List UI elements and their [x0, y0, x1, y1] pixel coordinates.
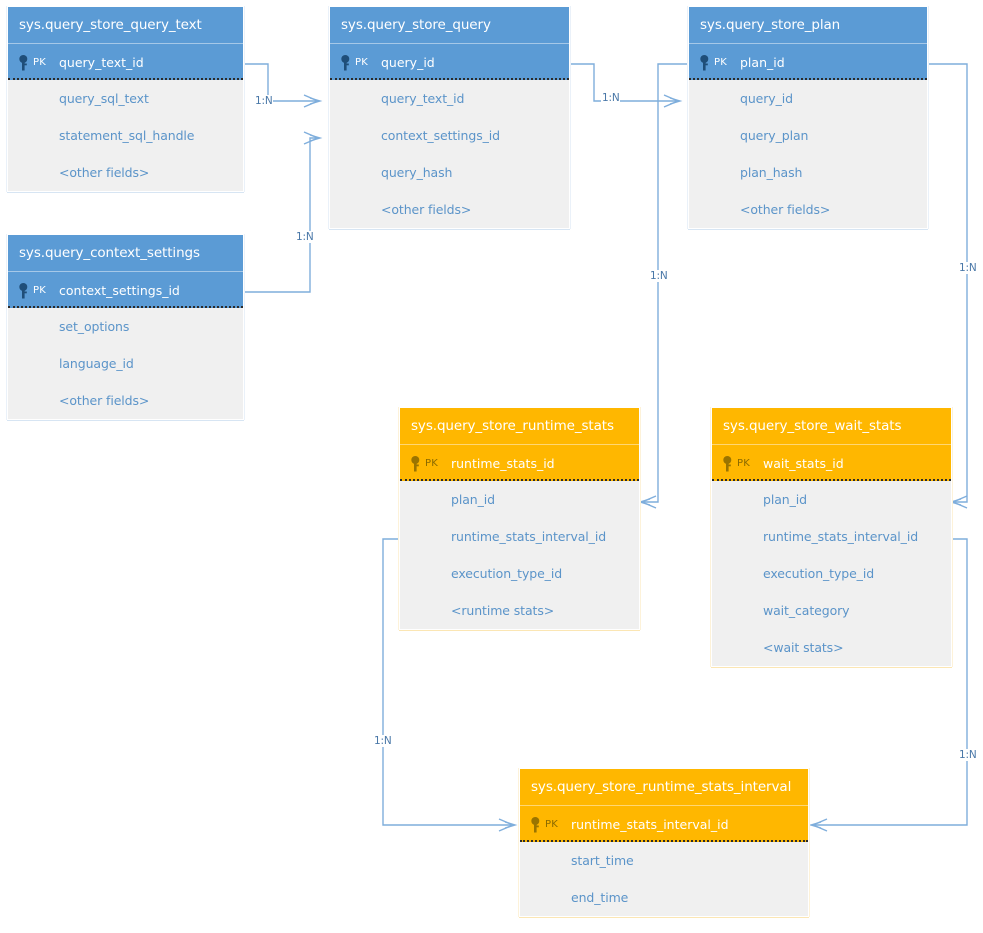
field-row[interactable]: <runtime stats> [451, 603, 555, 618]
pk-field-name: runtime_stats_id [451, 456, 555, 471]
pk-text: PK [425, 458, 438, 469]
field-row[interactable]: end_time [571, 890, 629, 905]
cardinality-label-query-text-to-query: 1:N [254, 95, 274, 107]
pk-field-name: context_settings_id [59, 283, 180, 298]
entity-query-context-settings[interactable]: sys.query_context_settings PK context_se… [7, 234, 244, 420]
field-row[interactable]: <wait stats> [763, 640, 844, 655]
field-row[interactable]: execution_type_id [451, 566, 563, 581]
field-row[interactable]: language_id [59, 356, 134, 371]
relationship-plan-to-runtime-stats [637, 63, 688, 509]
pk-text: PK [545, 819, 558, 830]
field-row[interactable]: query_hash [381, 165, 453, 180]
field-row[interactable]: query_plan [740, 128, 809, 143]
cardinality-label-interval-to-runtime-stats: 1:N [373, 735, 393, 747]
pk-text: PK [714, 57, 727, 68]
relationship-query-to-plan [570, 63, 683, 108]
field-row[interactable]: runtime_stats_interval_id [451, 529, 607, 544]
entity-title: sys.query_store_plan [689, 7, 927, 43]
entity-pk-row[interactable]: PK plan_id [689, 43, 927, 80]
field-row[interactable]: query_sql_text [59, 91, 149, 106]
entity-query-store-wait-stats[interactable]: sys.query_store_wait_stats PK wait_stats… [711, 407, 952, 667]
entity-pk-row[interactable]: PK runtime_stats_interval_id [520, 805, 808, 842]
field-row[interactable]: <other fields> [59, 393, 150, 408]
entity-pk-row[interactable]: PK context_settings_id [8, 271, 243, 308]
cardinality-label-plan-to-runtime-stats: 1:N [649, 270, 669, 282]
field-row[interactable]: query_text_id [381, 91, 465, 106]
field-row[interactable]: <other fields> [59, 165, 150, 180]
pk-field-name: plan_id [740, 55, 785, 70]
relationship-context-settings-to-query [244, 131, 323, 293]
entity-title: sys.query_context_settings [8, 235, 243, 271]
entity-pk-row[interactable]: PK query_text_id [8, 43, 243, 80]
key-icon [411, 456, 420, 472]
field-row[interactable]: query_id [740, 91, 793, 106]
entity-query-store-plan[interactable]: sys.query_store_plan PK plan_id query_id… [688, 6, 928, 229]
cardinality-label-context-settings-to-query: 1:N [295, 231, 315, 243]
field-row[interactable]: plan_id [451, 492, 495, 507]
field-row[interactable]: execution_type_id [763, 566, 875, 581]
key-icon [723, 456, 732, 472]
key-icon [19, 283, 28, 299]
cardinality-label-interval-to-wait-stats: 1:N [958, 749, 978, 761]
field-row[interactable]: statement_sql_handle [59, 128, 195, 143]
key-icon [700, 55, 709, 71]
field-row[interactable]: <other fields> [381, 202, 472, 217]
field-row[interactable]: set_options [59, 319, 130, 334]
pk-text: PK [33, 285, 46, 296]
pk-text: PK [737, 458, 750, 469]
entity-pk-row[interactable]: PK query_id [330, 43, 569, 80]
entity-title: sys.query_store_runtime_stats [400, 408, 639, 444]
field-row[interactable]: runtime_stats_interval_id [763, 529, 919, 544]
key-icon [19, 55, 28, 71]
pk-field-name: query_text_id [59, 55, 144, 70]
pk-text: PK [33, 57, 46, 68]
pk-text: PK [355, 57, 368, 68]
pk-field-name: wait_stats_id [763, 456, 844, 471]
field-row[interactable]: <other fields> [740, 202, 831, 217]
entity-query-store-runtime-stats[interactable]: sys.query_store_runtime_stats PK runtime… [399, 407, 640, 630]
field-row[interactable]: context_settings_id [381, 128, 500, 143]
entity-title: sys.query_store_query_text [8, 7, 243, 43]
entity-title: sys.query_store_wait_stats [712, 408, 951, 444]
entity-title: sys.query_store_runtime_stats_interval [520, 769, 808, 805]
key-icon [531, 817, 540, 833]
entity-query-store-query-text[interactable]: sys.query_store_query_text PK query_text… [7, 6, 244, 192]
entity-title: sys.query_store_query [330, 7, 569, 43]
entity-pk-row[interactable]: PK runtime_stats_id [400, 444, 639, 481]
entity-query-store-query[interactable]: sys.query_store_query PK query_id query_… [329, 6, 570, 229]
cardinality-label-query-to-plan: 1:N [601, 92, 621, 104]
entity-pk-row[interactable]: PK wait_stats_id [712, 444, 951, 481]
field-row[interactable]: start_time [571, 853, 634, 868]
key-icon [341, 55, 350, 71]
pk-field-name: runtime_stats_interval_id [571, 817, 729, 832]
pk-field-name: query_id [381, 55, 435, 70]
field-row[interactable]: wait_category [763, 603, 850, 618]
cardinality-label-plan-to-wait-stats: 1:N [958, 262, 978, 274]
field-row[interactable]: plan_hash [740, 165, 803, 180]
field-row[interactable]: plan_id [763, 492, 807, 507]
entity-query-store-runtime-stats-interval[interactable]: sys.query_store_runtime_stats_interval P… [519, 768, 809, 917]
